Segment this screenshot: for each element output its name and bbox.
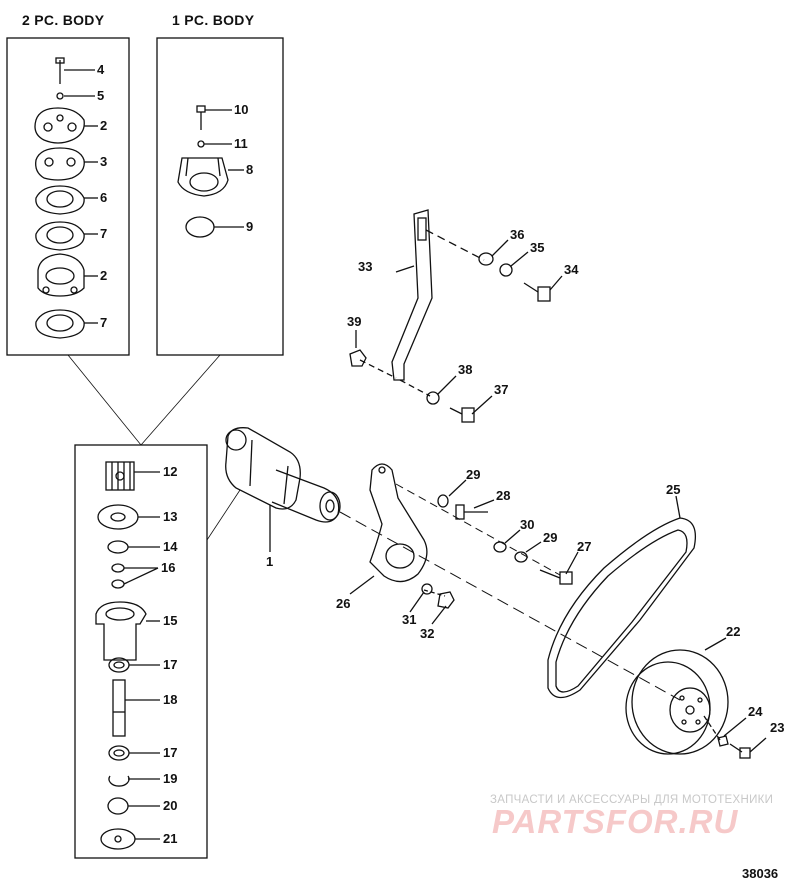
callout-24: 24 (748, 704, 763, 719)
callout-17-b: 17 (163, 745, 178, 760)
washer-20 (107, 797, 129, 815)
callout-36: 36 (510, 227, 525, 242)
watermark-logo: PARTSFOR.RU (492, 803, 739, 840)
callout-11: 11 (234, 136, 248, 151)
impeller-12 (105, 461, 135, 491)
callout-30: 30 (520, 517, 535, 532)
bolt-27 (539, 569, 573, 585)
callout-17-a: 17 (163, 657, 178, 672)
plate-21 (100, 828, 136, 850)
two-pc-body-box (6, 37, 130, 356)
callout-1: 1 (266, 554, 274, 569)
callout-23: 23 (770, 720, 785, 735)
one-pc-body-box (156, 37, 284, 356)
callout-13: 13 (163, 509, 178, 524)
impeller-kit-box (74, 444, 208, 859)
washer-29-b (514, 551, 528, 563)
bearing-17-b (108, 745, 130, 761)
pulley-22 (625, 649, 729, 755)
o-ring-14 (107, 540, 129, 554)
gasket-3 (35, 147, 85, 181)
washer-36 (478, 252, 494, 266)
bolt-23 (729, 743, 751, 759)
callout-14: 14 (163, 539, 178, 554)
cover-2-top (34, 107, 85, 144)
callout-2-a: 2 (100, 118, 108, 133)
callout-7-a: 7 (100, 226, 108, 241)
callout-16: 16 (161, 560, 176, 575)
callout-15: 15 (163, 613, 178, 628)
bolt-34 (523, 282, 551, 302)
washer-24 (717, 735, 729, 747)
callout-22: 22 (726, 624, 741, 639)
callout-7-b: 7 (100, 315, 108, 330)
callout-26: 26 (336, 596, 351, 611)
belt-25 (547, 517, 697, 699)
nut-39 (349, 349, 367, 367)
callout-33: 33 (358, 259, 373, 274)
callout-35: 35 (530, 240, 545, 255)
gasket-7-b (35, 309, 85, 339)
callout-29-a: 29 (466, 467, 481, 482)
seals-16 (111, 563, 125, 589)
washer-5 (56, 92, 64, 100)
gasket-7-a (35, 221, 85, 251)
washer-38 (426, 391, 440, 405)
pump-body-8 (177, 157, 229, 197)
callout-34: 34 (564, 262, 579, 277)
washer-31 (421, 583, 433, 595)
housing-15 (95, 601, 147, 661)
callout-28: 28 (496, 488, 511, 503)
callout-27: 27 (577, 539, 592, 554)
callout-19: 19 (163, 771, 178, 786)
callout-5: 5 (97, 88, 105, 103)
adjusting-arm-33 (391, 209, 433, 381)
callout-3: 3 (100, 154, 108, 169)
callout-18: 18 (163, 692, 178, 707)
callout-10: 10 (234, 102, 249, 117)
body-2-lower (37, 253, 85, 297)
bolt-28 (455, 504, 488, 520)
callout-37: 37 (494, 382, 509, 397)
snap-ring-19 (108, 775, 130, 787)
plate-13 (97, 504, 139, 530)
bolt-37 (449, 407, 475, 423)
header-1pc-body: 1 PC. BODY (172, 12, 255, 28)
washer-11 (197, 140, 205, 148)
callout-8: 8 (246, 162, 254, 177)
callout-38: 38 (458, 362, 473, 377)
screw-4 (55, 57, 65, 84)
figure-number: 38036 (742, 866, 779, 881)
screw-10 (196, 105, 206, 130)
callout-2-b: 2 (100, 268, 108, 283)
callout-21: 21 (163, 831, 178, 846)
callout-39: 39 (347, 314, 362, 329)
callout-25: 25 (666, 482, 681, 497)
washer-29-a (437, 494, 449, 508)
pump-assembly-1 (225, 427, 341, 523)
header-2pc-body: 2 PC. BODY (22, 12, 105, 28)
callout-6: 6 (100, 190, 108, 205)
callout-12: 12 (163, 464, 178, 479)
plate-6 (35, 185, 85, 215)
shaft-18 (112, 679, 126, 737)
callout-9: 9 (246, 219, 254, 234)
washer-35 (499, 263, 513, 277)
nut-32 (437, 591, 455, 609)
watermark-tagline: ЗАПЧАСТИ И АКСЕССУАРЫ ДЛЯ МОТОТЕХНИКИ (490, 794, 774, 806)
callout-29-b: 29 (543, 530, 558, 545)
o-ring-9 (185, 216, 215, 238)
callout-32: 32 (420, 626, 435, 641)
washer-30 (493, 541, 507, 553)
bracket-26 (369, 463, 428, 583)
callout-4: 4 (97, 62, 105, 77)
callout-31: 31 (402, 612, 417, 627)
callout-20: 20 (163, 798, 178, 813)
